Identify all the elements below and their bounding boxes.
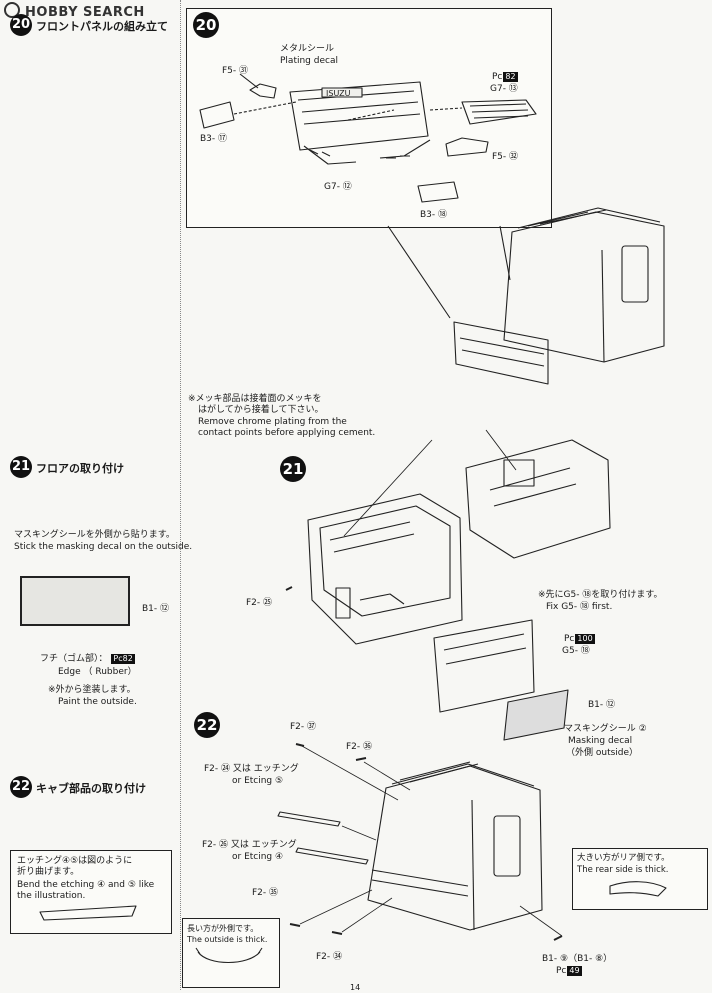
fix-note-jp: ※先にG5- ⑱を取り付けます。	[538, 590, 663, 600]
label-g7-13: G7- ⑬	[490, 84, 518, 94]
plating-decal-en: Plating decal	[280, 56, 338, 66]
label-f2-36: F2- ㊱	[346, 742, 373, 752]
or-etching-5: or Etcing ⑤	[232, 776, 284, 786]
isuzu-logo-text: ISUZU	[326, 89, 351, 98]
plating-decal-jp: メタルシール	[280, 44, 335, 54]
fig20-number: 20	[193, 12, 219, 38]
label-f5-52: F5- ㉜	[492, 152, 519, 162]
f2-25-pin	[285, 586, 293, 591]
etch-en1: Bend the etching ④ and ⑤ like	[17, 880, 155, 890]
etch-jp1: エッチング④⑤は図のように	[17, 856, 133, 866]
edge-pc-badge: Pc82	[111, 654, 135, 664]
etching-5-strip	[277, 811, 341, 827]
paint-en: Paint the outside.	[58, 697, 137, 707]
etch-en2: the illustration.	[17, 891, 86, 901]
masking-decal-outside: （外側 outside）	[566, 748, 639, 758]
label-f2-24: F2- ㉔ 又は エッチング	[204, 764, 299, 774]
fig22-number: 22	[194, 712, 220, 738]
label-f2-34: F2- ㉞	[316, 952, 343, 962]
mask-part-label: B1- ⑫	[142, 604, 170, 614]
chrome-note-en2: contact points before applying cement.	[198, 428, 376, 438]
paint-jp: ※外から塗装します。	[48, 685, 136, 695]
page-number: 14	[350, 983, 361, 992]
chrome-note-jp1: ※メッキ部品は接着面のメッキを	[188, 394, 322, 404]
thick-out-en: The outside is thick.	[187, 935, 268, 944]
chrome-note-jp2: はがしてから接着して下さい。	[198, 405, 324, 415]
f2-36-part	[355, 757, 367, 761]
masking-decal-jp: マスキングシール ②	[564, 724, 647, 734]
f2-35-part	[289, 923, 301, 927]
step21-number: 21	[10, 456, 32, 478]
step22-title: キャブ部品の取り付け	[36, 782, 146, 795]
thick-out-jp: 長い方が外側です。	[187, 924, 259, 933]
g5-18-panel	[433, 619, 535, 713]
masking-decal-en: Masking decal	[568, 736, 633, 746]
f5-51-part	[249, 83, 277, 99]
front-grille-drawing: ISUZU	[289, 81, 431, 165]
or-etching-4: or Etcing ④	[232, 852, 284, 862]
etch-jp2: 折り曲げます。	[17, 867, 80, 877]
engine-cover-drawing	[465, 439, 611, 559]
label-f5-51: F5- ㉛	[222, 66, 249, 76]
mask-note-jp: マスキングシールを外側から貼ります。	[14, 530, 175, 540]
step20-title: フロントパネルの組み立て	[36, 20, 168, 33]
etching-bend-illustration	[39, 905, 137, 921]
chrome-note-en1: Remove chrome plating from the	[198, 417, 347, 427]
cab-fig22-drawing	[367, 761, 543, 931]
f2-34-part	[331, 931, 343, 935]
f2-37-part	[295, 743, 305, 747]
label-b3-17: B3- ⑰	[200, 134, 228, 144]
label-f2-25: F2- ㉕	[246, 598, 273, 608]
g7-13-part	[461, 99, 537, 125]
thick-rear-jp: 大きい方がリア側です。	[577, 853, 670, 863]
label-g7-12: G7- ⑫	[324, 182, 352, 192]
f5-52-part	[445, 137, 489, 157]
label-b3-18: B3- ⑱	[420, 210, 448, 220]
edge-note: フチ（ゴム部）： Pc82	[40, 654, 135, 665]
b3-18-lamp	[417, 181, 459, 203]
edge-en: Edge （ Rubber）	[58, 667, 137, 677]
step22-number: 22	[10, 776, 32, 798]
column-divider	[180, 0, 181, 990]
b1-12-decal	[503, 689, 569, 741]
watermark-text: HOBBY SEARCH	[25, 5, 145, 20]
b3-17-lamp	[199, 101, 235, 129]
thick-rear-diagram	[609, 881, 667, 897]
label-f2-26: F2- ㉖ 又は エッチング	[202, 840, 297, 850]
label-b1-12: B1- ⑫	[588, 700, 616, 710]
b1-9-part	[553, 935, 563, 941]
label-b1-9: B1- ⑨（B1- ⑧）	[542, 954, 613, 964]
masking-window-illustration	[20, 576, 130, 626]
cab-floor-drawing	[307, 493, 463, 645]
edge-jp: フチ（ゴム部）：	[40, 654, 108, 664]
step20-number: 20	[10, 14, 32, 36]
label-f2-37: F2- ㊲	[290, 722, 317, 732]
thick-rear-en: The rear side is thick.	[577, 865, 669, 875]
label-f2-35: F2- ㉟	[252, 888, 279, 898]
etching-note-box: エッチング④⑤は図のように 折り曲げます。 Bend the etching ④…	[10, 850, 172, 934]
mask-note-en: Stick the masking decal on the outside.	[14, 542, 193, 552]
fix-note-en: Fix G5- ⑱ first.	[546, 602, 613, 612]
cab-assembled-drawing	[453, 207, 665, 385]
thick-rear-box: 大きい方がリア側です。 The rear side is thick.	[572, 848, 708, 910]
step21-title: フロアの取り付け	[36, 462, 124, 475]
fig21-number: 21	[280, 456, 306, 482]
etching-4-strip	[295, 847, 369, 865]
thick-out-diagram	[197, 951, 261, 963]
label-g5-18: G5- ⑱	[562, 646, 590, 656]
